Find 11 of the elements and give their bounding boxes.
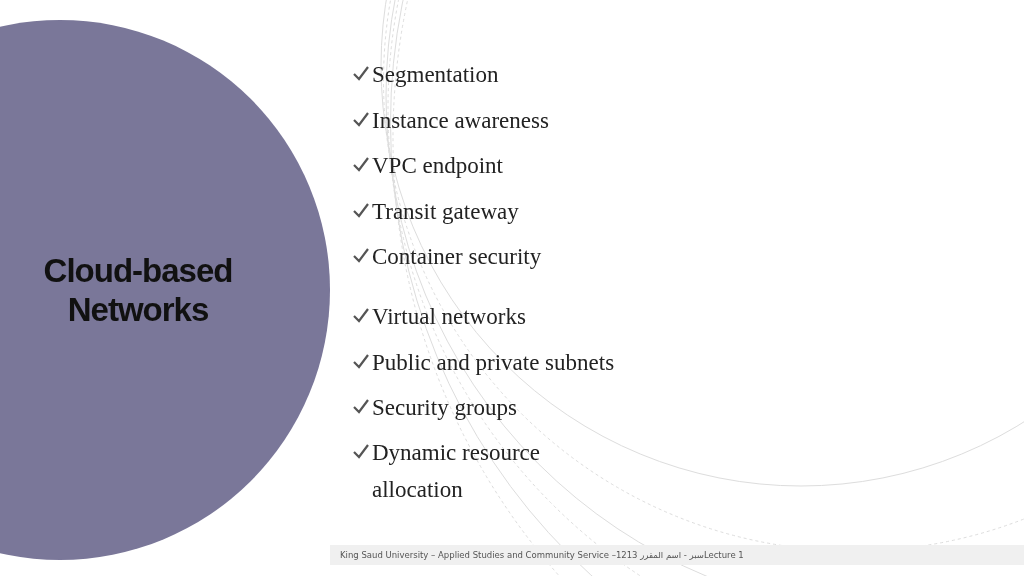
bullet-text: Instance awareness	[372, 107, 550, 135]
bullet-text: Virtual networks	[372, 303, 527, 331]
footer-text: King Saud University – Applied Studies and Community Service –1213 سبر - اسم المقررLecture 1	[330, 545, 1024, 565]
section-title: Cloud-based Networks	[42, 251, 234, 329]
bullet-text: Segmentation	[372, 61, 500, 89]
bullet-text: Container security	[372, 243, 543, 271]
bullet-text: Security groups	[372, 394, 518, 422]
bullet-text: Public and private subnets	[372, 349, 616, 377]
bullet-text: VPC endpoint	[372, 152, 504, 180]
bullet-text: Transit gateway	[372, 198, 520, 226]
bullet-text: Dynamic resource allocation	[372, 439, 541, 504]
